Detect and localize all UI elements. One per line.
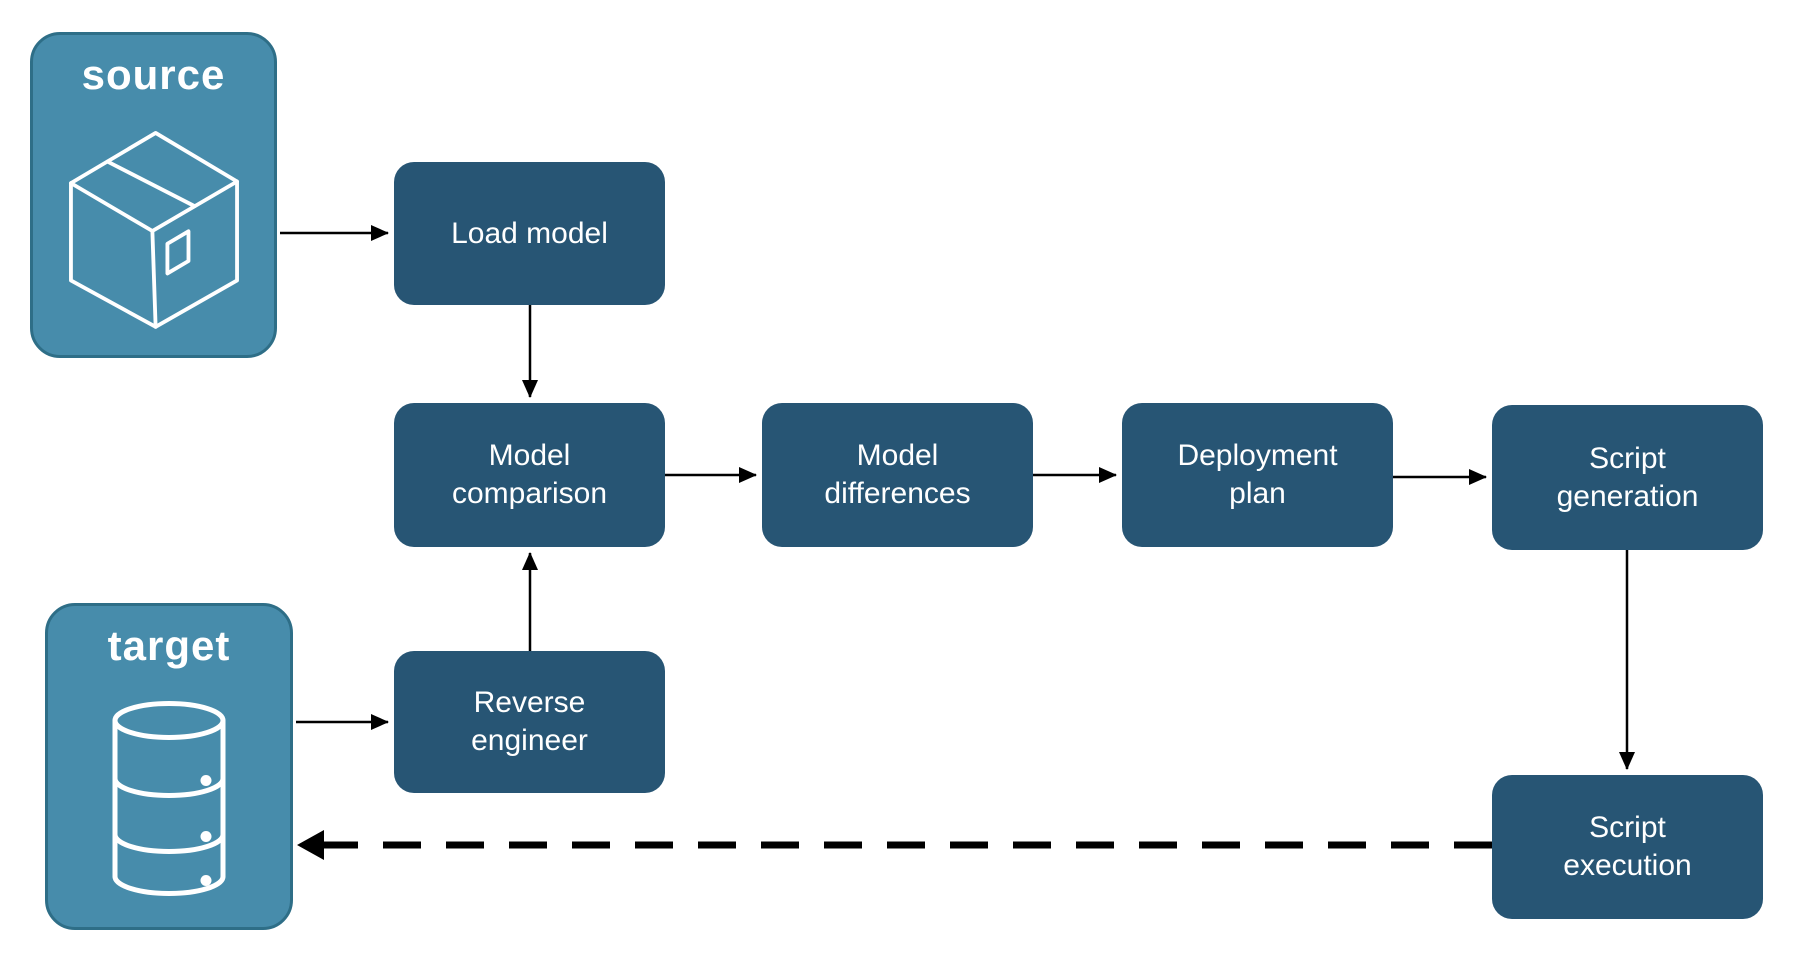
node-model-differences-label: Model differences [824,439,971,510]
node-deployment-plan-label: Deployment plan [1177,439,1338,510]
node-script-execution-label: Script execution [1563,811,1692,882]
node-deployment-plan: Deployment plan [1122,403,1393,547]
source-card: source [30,32,277,358]
node-model-comparison-label: Model comparison [451,439,608,510]
node-model-differences: Model differences [762,403,1033,547]
node-script-generation: Script generation [1492,405,1763,550]
target-card: target [45,603,293,930]
node-load-model-label: Load model [451,216,608,250]
database-icon [48,670,290,927]
node-script-execution: Script execution [1492,775,1763,919]
source-card-label: source [81,51,226,98]
node-script-generation-label: Script generation [1556,441,1699,513]
package-icon [33,99,274,355]
node-reverse-engineer: Reverse engineer [394,651,665,793]
node-model-comparison: Model comparison [394,403,665,547]
node-load-model: Load model [394,162,665,305]
target-card-label: target [107,622,231,669]
dashed-arrowhead [297,830,324,860]
node-reverse-engineer-label: Reverse engineer [471,686,588,757]
edge-script-execution-to-target [297,830,1492,860]
